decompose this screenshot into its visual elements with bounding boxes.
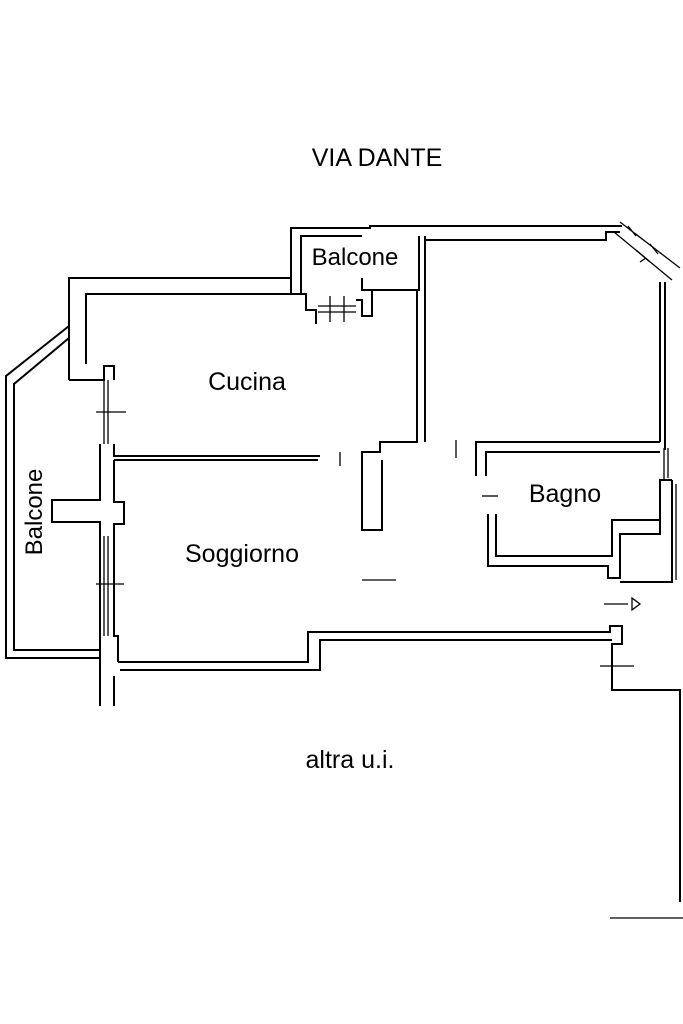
bathroom bbox=[475, 441, 677, 583]
room-label-balcone-left: Balcone bbox=[21, 469, 48, 556]
room-label-cucina: Cucina bbox=[208, 368, 286, 396]
room-label-balcone-top: Balcone bbox=[312, 244, 399, 271]
room-label-soggiorno: Soggiorno bbox=[185, 540, 299, 568]
neighbor-unit-label: altra u.i. bbox=[306, 746, 395, 774]
right-upper-room bbox=[424, 221, 681, 450]
left-balcony bbox=[5, 325, 100, 659]
top-balcony bbox=[290, 225, 622, 294]
living-bottom-wall bbox=[118, 579, 642, 691]
street-label: VIA DANTE bbox=[312, 144, 443, 172]
right-lower-wall bbox=[610, 689, 683, 919]
left-wall bbox=[51, 380, 457, 706]
room-label-bagno: Bagno bbox=[529, 480, 601, 508]
outer-walls bbox=[68, 277, 418, 531]
